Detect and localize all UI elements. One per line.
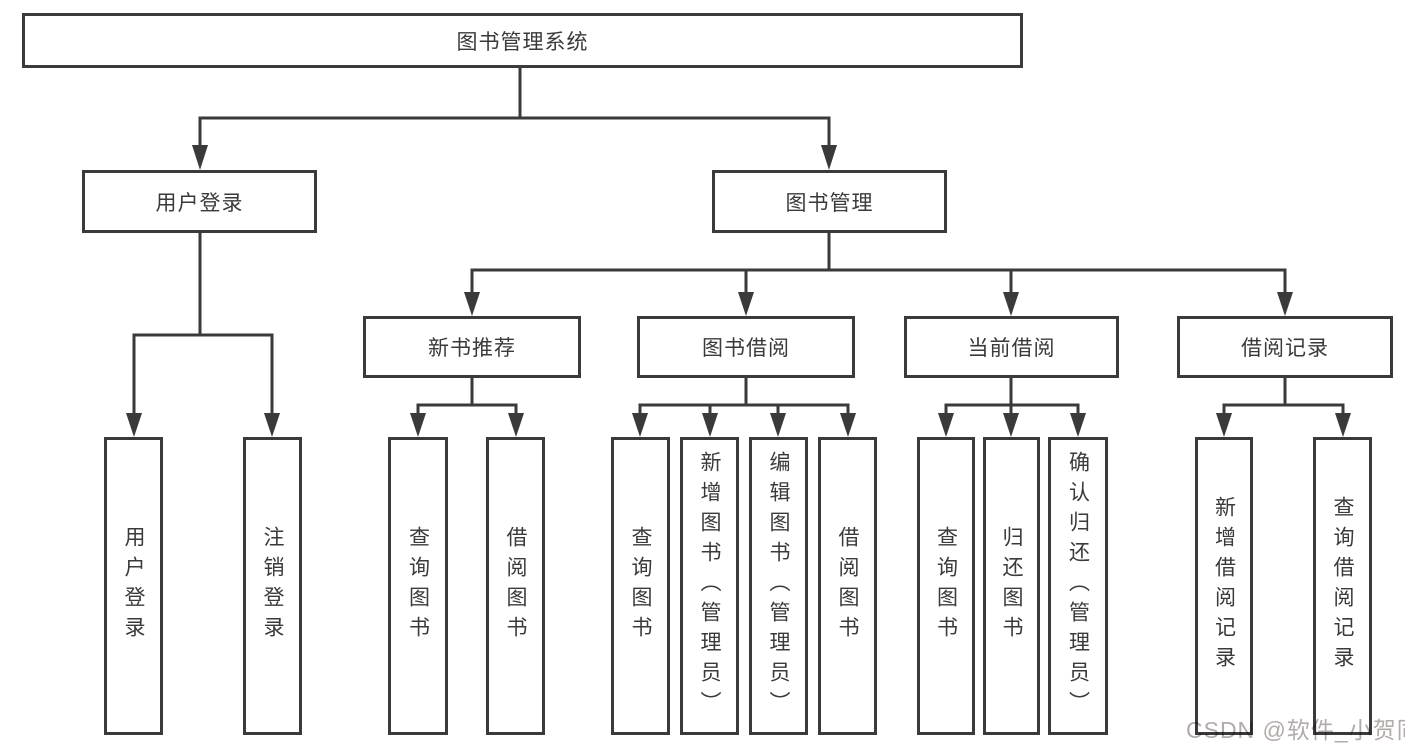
leaf-borrow-query-book: 查询图书	[611, 437, 670, 735]
leaf-rec-borrow-book: 借阅图书	[486, 437, 545, 735]
leaf-records-query-record: 查询借阅记录	[1313, 437, 1372, 735]
leaf-borrow-borrow-book: 借阅图书	[818, 437, 877, 735]
edge-root-to-level2	[198, 66, 831, 148]
node-book-management: 图书管理	[712, 170, 947, 233]
leaf-user-login: 用户登录	[104, 437, 163, 735]
node-root-system: 图书管理系统	[22, 13, 1023, 68]
node-book-borrow: 图书借阅	[637, 316, 855, 378]
leaf-logout: 注销登录	[243, 437, 302, 735]
node-borrow-records: 借阅记录	[1177, 316, 1393, 378]
leaf-current-return-book: 归还图书	[983, 437, 1040, 735]
edge-currentborrow-to-leaves	[944, 376, 1080, 416]
node-user-login: 用户登录	[82, 170, 317, 233]
csdn-watermark: CSDN @软件_小贺同学	[1186, 717, 1405, 743]
edge-bookmgmt-to-level3	[470, 231, 1287, 295]
leaf-current-confirm-return-admin: 确认归还（管理员）	[1048, 437, 1108, 735]
edge-bookborrow-to-leaves	[638, 376, 850, 416]
leaf-borrow-add-book-admin: 新增图书（管理员）	[680, 437, 739, 735]
leaf-current-query-book: 查询图书	[917, 437, 975, 735]
edge-newbookrec-to-leaves	[416, 376, 518, 416]
leaf-records-add-record: 新增借阅记录	[1195, 437, 1253, 735]
leaf-borrow-edit-book-admin: 编辑图书（管理员）	[749, 437, 808, 735]
edge-userlogin-to-leaves	[132, 231, 274, 416]
edge-borrowrecords-to-leaves	[1222, 376, 1345, 416]
node-new-book-recommend: 新书推荐	[363, 316, 581, 378]
leaf-rec-query-book: 查询图书	[388, 437, 448, 735]
node-current-borrow: 当前借阅	[904, 316, 1119, 378]
